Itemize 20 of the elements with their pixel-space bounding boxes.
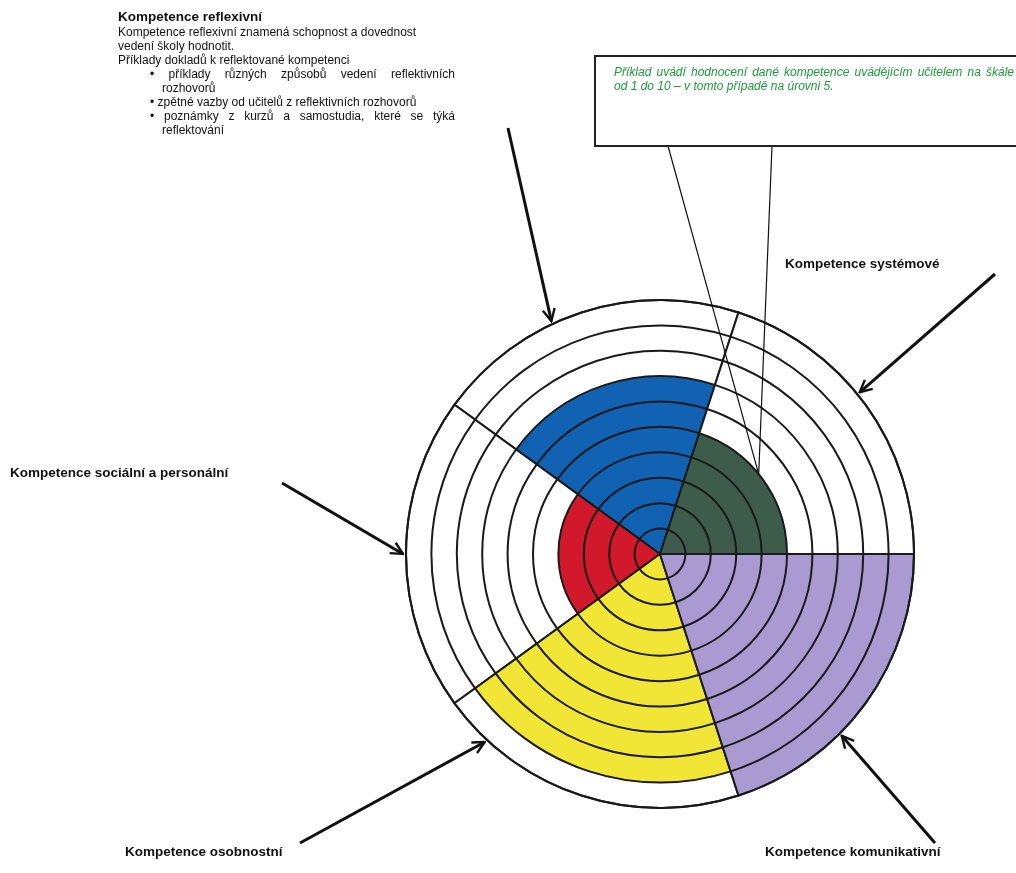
arrow: [299, 740, 486, 845]
leader-line: [667, 145, 760, 475]
category-label: Kompetence osobnostní: [125, 843, 283, 861]
arrow: [858, 272, 996, 394]
paragraph: Příklady dokladů k reflektované kompetenci: [118, 53, 351, 67]
arrow: [840, 734, 937, 844]
category-label: Kompetence komunikativní: [765, 843, 941, 861]
leader-line: [758, 145, 773, 475]
arrow: [506, 127, 556, 323]
chart-sector: [659, 553, 915, 797]
heading: Kompetence reflexivní: [118, 8, 264, 25]
callout-box: Příklad uvádí hodnocení dané kompetence uvádějícím učitelem na škále od 1 do 10 – v tomto případě na úrovni 5.: [594, 55, 1016, 147]
bullet-item: • poznámky z kurzů a samostudia, které se týká reflektování: [150, 109, 455, 137]
bullet-item: • zpětné vazby od učitelů z reflektivních rozhovorů: [150, 95, 418, 109]
chart-sector: [659, 311, 915, 555]
arrow: [281, 481, 405, 556]
bullet-item: • příklady různých způsobů vedení reflektivních rozhovorů: [150, 67, 455, 95]
paragraph: Kompetence reflexivní znamená schopnost a dovednost vedení školy hodnotit.: [118, 25, 418, 53]
category-label: Kompetence sociální a personální: [10, 464, 229, 482]
category-label: Kompetence systémové: [785, 255, 940, 273]
